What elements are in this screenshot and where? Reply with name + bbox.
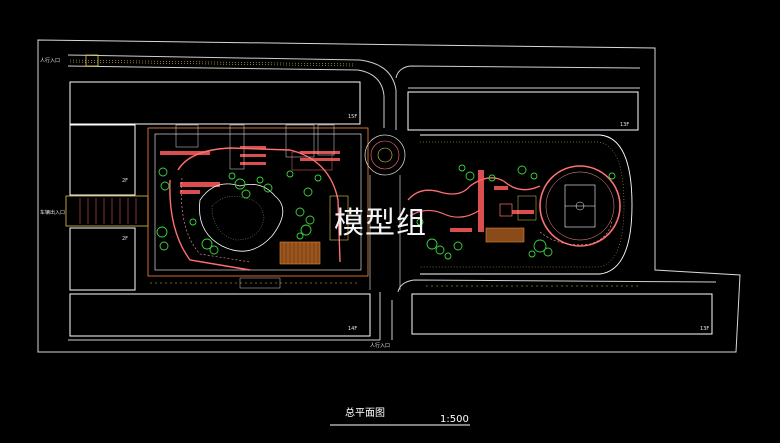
floor-label-bottom-left: 14F <box>348 326 357 332</box>
building-blocks <box>69 81 713 337</box>
floor-label-top-left: 15F <box>348 114 357 120</box>
left-garden <box>147 124 369 289</box>
building-left-lower <box>69 227 136 291</box>
building-top-left <box>69 81 361 125</box>
right-garden <box>407 134 633 275</box>
entrance-label-left: 车辆出入口 <box>40 209 65 216</box>
left-entry-walkway <box>65 195 149 227</box>
perimeter-roads <box>67 54 717 341</box>
right-garden-trees <box>416 164 616 260</box>
building-top-right <box>407 91 639 131</box>
top-entrance-gate <box>85 54 99 67</box>
entrance-label-top: 人行入口 <box>40 57 60 64</box>
central-round-plaza <box>364 134 406 290</box>
building-left-upper <box>69 124 136 196</box>
floor-label-left-upper: 2F <box>122 178 128 184</box>
top-paving-band <box>69 59 356 67</box>
watermark-text: 模型组 <box>334 206 427 241</box>
building-bottom-right <box>411 293 713 335</box>
floor-label-bottom-right: 13F <box>700 326 709 332</box>
drawing-scale: 1:500 <box>440 414 469 425</box>
building-bottom-left <box>69 293 371 337</box>
floor-label-top-right: 13F <box>620 122 629 128</box>
left-garden-trees <box>156 167 322 255</box>
entrance-label-bottom: 人行入口 <box>370 342 390 349</box>
drawing-title: 总平面图 <box>345 406 385 419</box>
parking-dashes <box>150 282 640 287</box>
site-boundary <box>37 39 741 353</box>
floor-label-left-lower: 2F <box>122 236 128 242</box>
